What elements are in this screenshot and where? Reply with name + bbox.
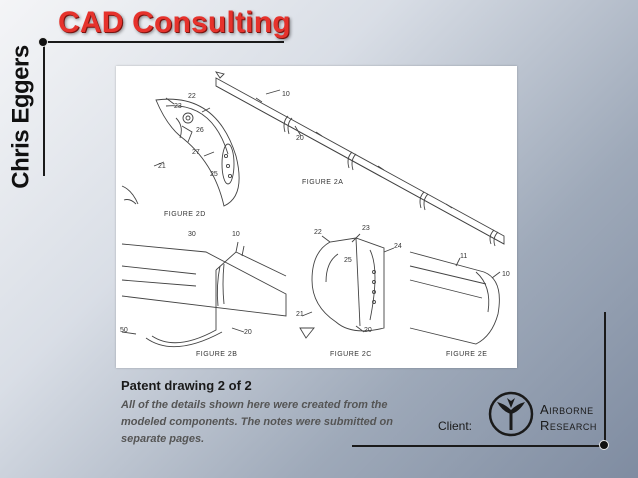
- callout-2d-23: 23: [174, 103, 182, 110]
- callout-2d-22: 22: [188, 93, 196, 100]
- figure-2a-label: FIGURE 2A: [302, 179, 343, 186]
- callout-2c-23: 23: [362, 225, 370, 232]
- bottom-rule-node-icon: [599, 440, 609, 450]
- callout-2d-21: 21: [158, 163, 166, 170]
- caption-body: All of the details shown here were creat…: [121, 399, 393, 445]
- top-rule-node-icon: [38, 37, 48, 47]
- callout-2d-27: 27: [192, 149, 200, 156]
- top-horizontal-rule: [44, 41, 284, 43]
- patent-drawing-art: FIGURE 2A FIGURE 2D FIGURE 2B FIGURE 2C …: [120, 71, 510, 358]
- callout-2d-26: 26: [196, 127, 204, 134]
- author-name-vertical: Chris Eggers: [0, 45, 44, 188]
- callout-2b-20: 20: [244, 329, 252, 336]
- callout-2c-24: 24: [394, 243, 402, 250]
- callout-2b-10: 10: [232, 231, 240, 238]
- caption-title: Patent drawing 2 of 2: [121, 378, 252, 393]
- callout-2a-20: 20: [296, 135, 304, 142]
- callout-2d-25: 25: [210, 171, 218, 178]
- callout-2e-10: 10: [502, 271, 510, 278]
- callout-2c-21: 21: [296, 311, 304, 318]
- callout-2a-10: 10: [282, 91, 290, 98]
- bottom-horizontal-rule: [352, 445, 604, 447]
- figure-2a-rail: [214, 71, 505, 247]
- figure-2d-crescent: [121, 97, 240, 207]
- brand-title: CAD Consulting: [58, 6, 291, 39]
- author-name: Chris Eggers: [8, 45, 36, 189]
- callout-2c-22: 22: [314, 229, 322, 236]
- caption: Patent drawing 2 of 2 All of the details…: [121, 378, 411, 448]
- left-vertical-rule: [43, 44, 45, 176]
- figure-2d-label: FIGURE 2D: [164, 211, 206, 218]
- figure-2b-label: FIGURE 2B: [196, 351, 237, 358]
- figure-2e-label: FIGURE 2E: [446, 351, 487, 358]
- client-label: Client:: [438, 419, 473, 433]
- figure-2c-label: FIGURE 2C: [330, 351, 372, 358]
- client-name-line2: Research: [540, 418, 597, 433]
- patent-drawing: FIGURE 2A FIGURE 2D FIGURE 2B FIGURE 2C …: [116, 66, 517, 368]
- callout-2e-11: 11: [460, 253, 467, 260]
- bottom-vertical-rule: [604, 312, 606, 446]
- callout-2b-50: 50: [120, 327, 128, 334]
- callout-2b-30: 30: [188, 231, 196, 238]
- callout-2c-20: 20: [364, 327, 372, 334]
- figure-2b-assembly: [121, 241, 287, 348]
- airborne-research-logo-icon: [488, 391, 534, 437]
- figure-2c-assembly: [299, 233, 395, 339]
- callout-2c-25: 25: [344, 257, 352, 264]
- figure-2e-profile: [409, 251, 501, 345]
- client-name: Airborne Research: [540, 402, 597, 434]
- client-name-line1: Airborne: [540, 402, 594, 417]
